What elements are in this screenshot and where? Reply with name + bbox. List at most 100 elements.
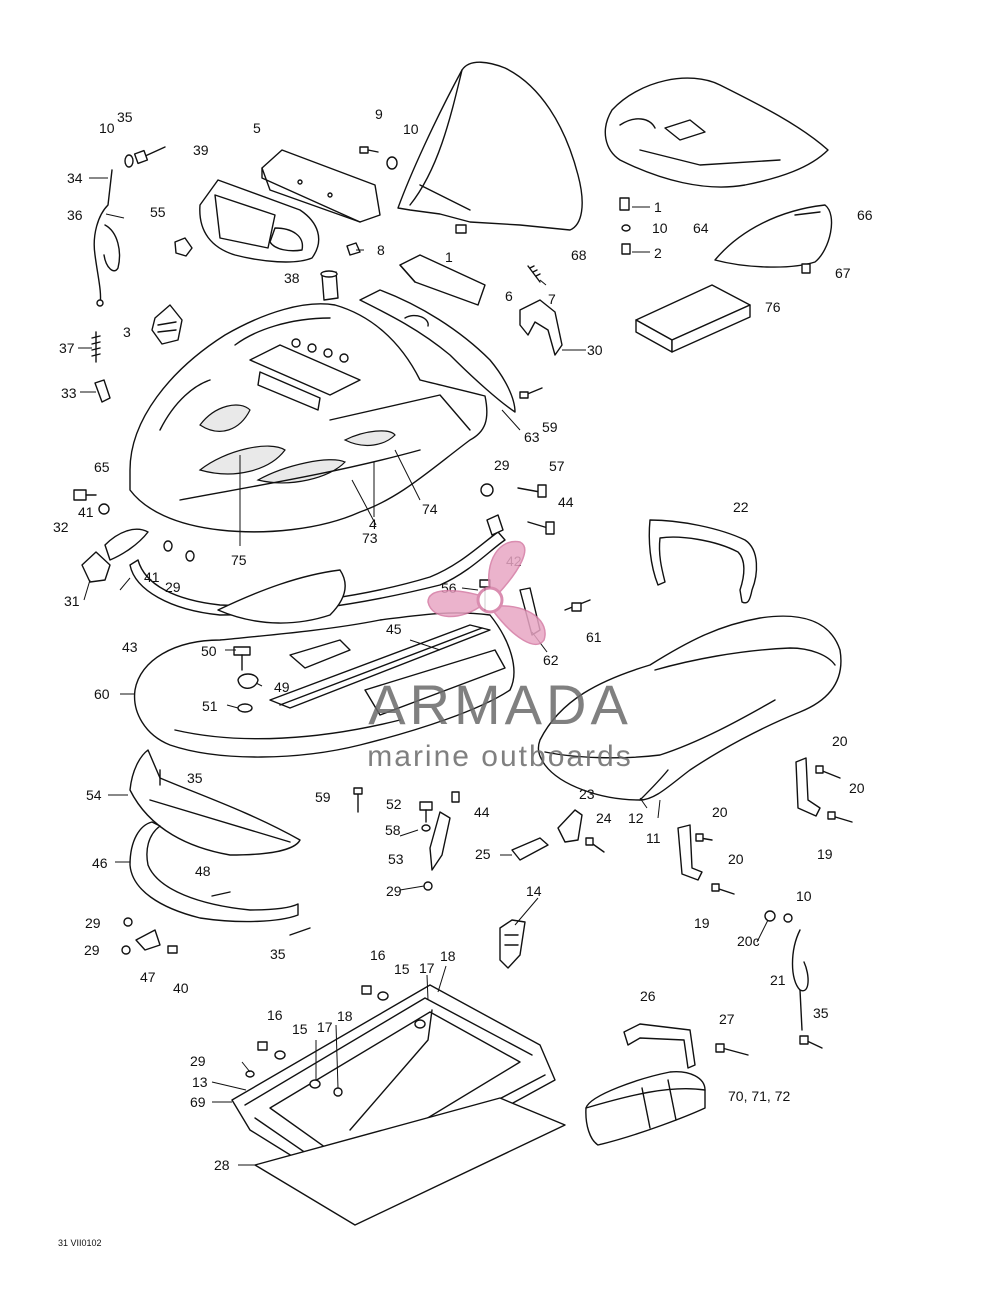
- callout-label: 1: [445, 249, 453, 265]
- callout-label: 46: [92, 855, 108, 871]
- part-bracket-47: [121, 917, 178, 955]
- callout-label: 29: [494, 457, 510, 473]
- callout-label: 9: [375, 106, 383, 122]
- callout-label: 59: [542, 419, 558, 435]
- part-bolt-50: [233, 646, 259, 713]
- callout-label: 30: [587, 342, 603, 358]
- callout-label: 1: [654, 199, 662, 215]
- part-bolts-16: [245, 985, 389, 1078]
- part-cable-21: [764, 910, 809, 1031]
- callout-label: 35: [813, 1005, 829, 1021]
- watermark-tagline: marine outboards: [367, 740, 632, 773]
- part-cable-36: [93, 169, 121, 307]
- callout-label: 3: [123, 324, 131, 340]
- callout-label: 2: [654, 245, 662, 261]
- callout-label: 15: [394, 961, 410, 977]
- callout-label: 35: [187, 770, 203, 786]
- callout-label: 29: [165, 579, 181, 595]
- watermark: ARMADA marine outboards: [367, 540, 632, 773]
- callout-label: 54: [86, 787, 102, 803]
- callout-label: 29: [85, 915, 101, 931]
- callout-label: 26: [640, 988, 656, 1004]
- callout-label: 33: [61, 385, 77, 401]
- part-console-5: [261, 149, 381, 223]
- callout-label: 35: [117, 109, 133, 125]
- part-handle-22: [648, 519, 758, 604]
- callout-label: 14: [526, 883, 542, 899]
- part-bolt-32: [73, 489, 110, 515]
- callout-label: 47: [140, 969, 156, 985]
- callout-label: 45: [386, 621, 402, 637]
- callout-label: 48: [195, 863, 211, 879]
- callout-label: 34: [67, 170, 83, 186]
- part-seat-12: [537, 615, 842, 801]
- callout-label: 57: [549, 458, 565, 474]
- part-rivets-20: [695, 765, 853, 895]
- callout-label: 19: [817, 846, 833, 862]
- callout-label: 28: [214, 1157, 230, 1173]
- leader-lines: [78, 177, 769, 1166]
- part-bracket-53: [419, 791, 460, 891]
- part-bracket-19a: [677, 757, 821, 881]
- callout-label: 10: [652, 220, 668, 236]
- callout-label: 37: [59, 340, 75, 356]
- callout-label: 49: [274, 679, 290, 695]
- part-panel-64: [604, 77, 829, 188]
- callout-label: 70, 71, 72: [728, 1088, 790, 1104]
- part-clip-55: [174, 237, 361, 257]
- callout-label: 24: [596, 810, 612, 826]
- callout-label: 18: [337, 1008, 353, 1024]
- callout-label: 25: [475, 846, 491, 862]
- part-bolt-35: [124, 146, 166, 168]
- part-connector-3: [151, 304, 183, 345]
- part-bumper-46: [129, 821, 299, 923]
- callout-label: 15: [292, 1021, 308, 1037]
- callout-label: 19: [694, 915, 710, 931]
- callout-label: 68: [571, 247, 587, 263]
- callout-label: 52: [386, 796, 402, 812]
- part-rivet-61: [564, 599, 591, 612]
- callout-label: 35: [270, 946, 286, 962]
- callout-label: 8: [377, 242, 385, 258]
- callout-label: 21: [770, 972, 786, 988]
- part-gauge-panel-39: [199, 179, 320, 263]
- callout-label: 58: [385, 822, 401, 838]
- part-side-trim-63: [359, 289, 516, 413]
- propeller-blade: [427, 589, 485, 618]
- part-skid-54: [129, 749, 301, 856]
- callout-label: 73: [362, 530, 378, 546]
- callout-label: 11: [646, 830, 661, 846]
- callout-label: 61: [586, 629, 602, 645]
- callout-label: 7: [548, 291, 556, 307]
- part-spring-37: [91, 331, 101, 363]
- part-knob-38: [320, 270, 339, 301]
- callout-label: 5: [253, 120, 261, 136]
- callout-label: 62: [543, 652, 559, 668]
- callout-label: 66: [857, 207, 873, 223]
- callout-label: 16: [370, 947, 386, 963]
- part-rail-45: [269, 624, 491, 709]
- part-block-76: [635, 284, 751, 353]
- callout-label: 50: [201, 643, 217, 659]
- callout-label: 18: [440, 948, 456, 964]
- callout-label: 65: [94, 459, 110, 475]
- propeller-blade: [493, 605, 546, 646]
- part-bracket-30: [519, 299, 563, 356]
- callout-label: 64: [693, 220, 709, 236]
- callout-label: 4: [369, 516, 377, 532]
- callout-label: 69: [190, 1094, 206, 1110]
- callout-label: 55: [150, 204, 166, 220]
- callout-label: 38: [284, 270, 300, 286]
- callout-label: 13: [192, 1074, 208, 1090]
- callout-label: 29: [190, 1053, 206, 1069]
- callout-label: 63: [524, 429, 540, 445]
- part-bracket-26: [623, 1023, 696, 1069]
- callout-label: 27: [719, 1011, 735, 1027]
- part-foam-bar: [399, 254, 486, 306]
- part-screw-9: [359, 146, 398, 170]
- callout-label: 36: [67, 207, 83, 223]
- part-spring-7: [527, 265, 541, 283]
- part-screw-67: [801, 263, 811, 274]
- part-bracket-14: [499, 919, 526, 969]
